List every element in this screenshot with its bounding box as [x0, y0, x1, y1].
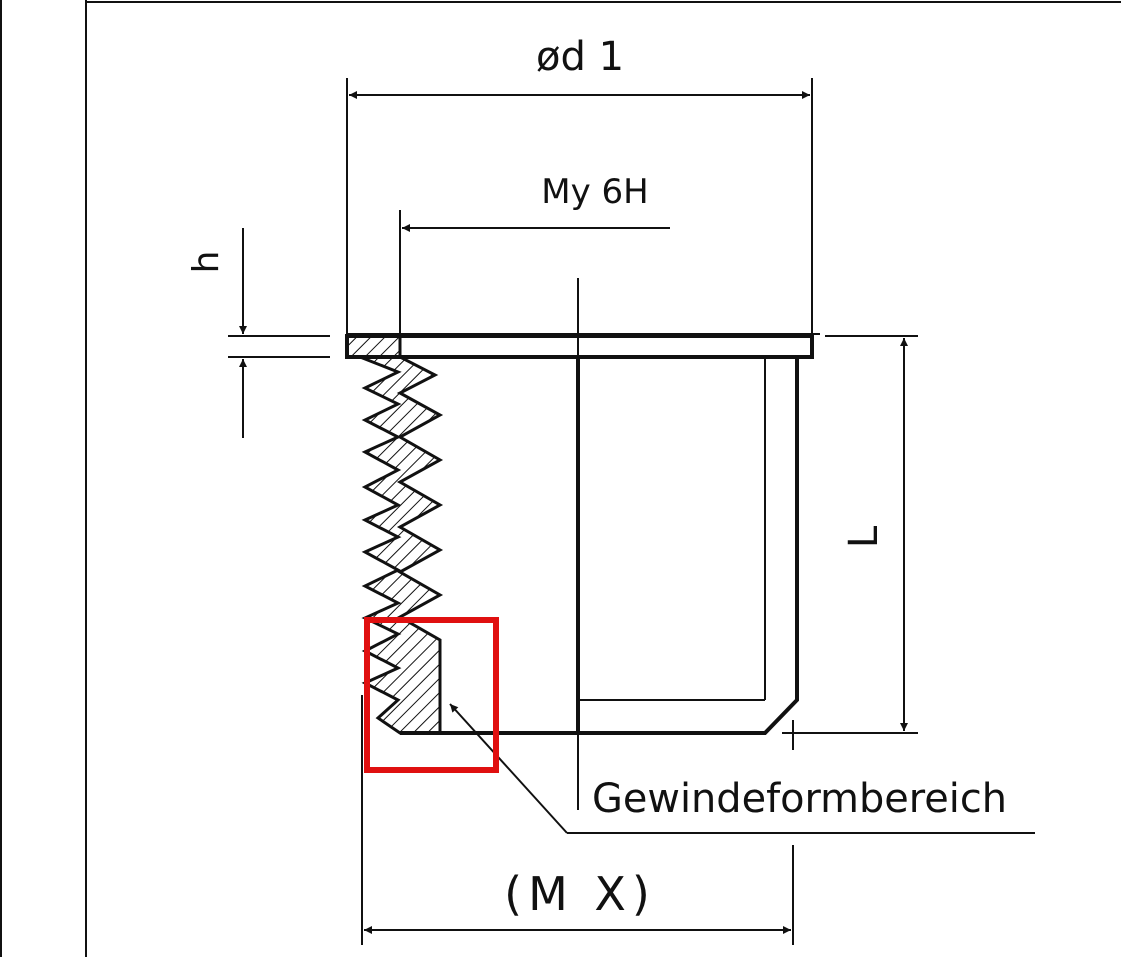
highlight-box: [364, 617, 499, 773]
bore-right-wall: [400, 357, 799, 735]
thread-section-hatched: [345, 334, 444, 735]
label-length: L: [841, 525, 887, 548]
label-height: h: [186, 251, 227, 274]
callout-leader: [449, 703, 568, 834]
label-callout: Gewindeformbereich: [592, 776, 1007, 822]
flange-outline: [345, 334, 814, 359]
label-diameter: ød 1: [536, 34, 624, 80]
label-thread: My 6H: [541, 172, 648, 212]
label-overall: (M X): [504, 867, 656, 921]
